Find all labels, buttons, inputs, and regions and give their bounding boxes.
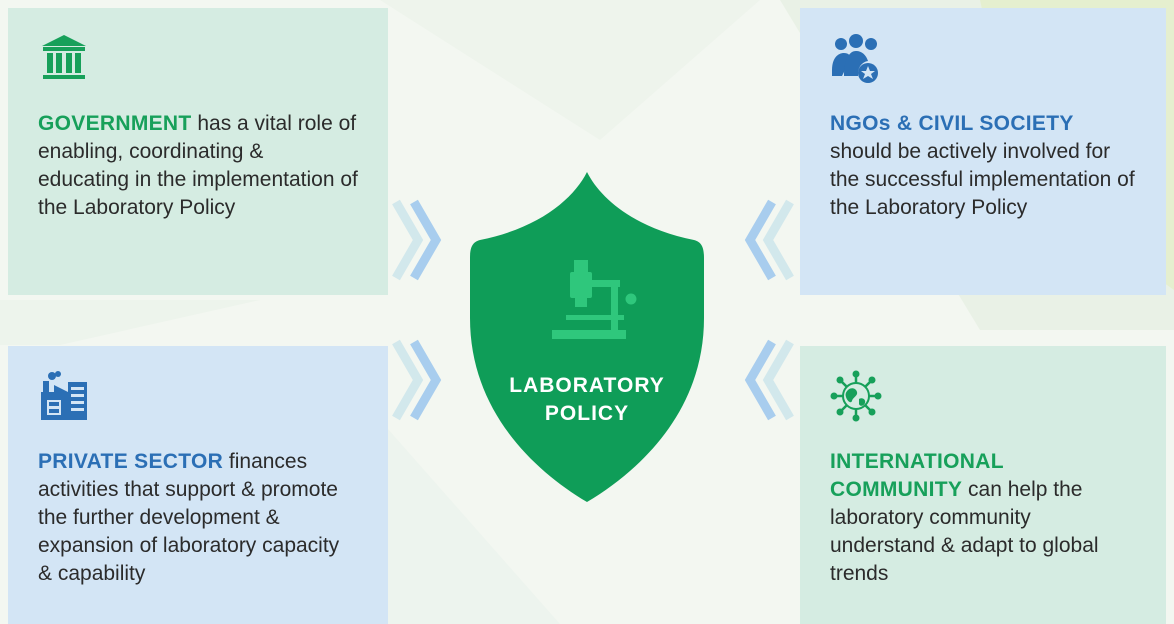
people-group-icon bbox=[832, 34, 878, 83]
shield-title-line1: LABORATORY bbox=[509, 374, 665, 397]
shield-title-line2: POLICY bbox=[544, 402, 630, 425]
chevron-right-icon bbox=[392, 339, 442, 421]
government-card: GOVERNMENT has a vital role of enabling,… bbox=[8, 8, 388, 295]
government-text: has a vital role of enabling, coordinati… bbox=[38, 112, 358, 219]
ngos-text: should be actively involved for the succ… bbox=[830, 140, 1135, 219]
globe-network-icon bbox=[830, 370, 882, 422]
shield-title: LABORATORY POLICY bbox=[470, 372, 704, 428]
private-sector-description: PRIVATE SECTOR finances activities that … bbox=[38, 448, 358, 588]
government-building-icon bbox=[42, 35, 86, 79]
chevron-right-icon bbox=[392, 199, 442, 281]
international-description: INTERNATIONAL COMMUNITY can help the lab… bbox=[830, 448, 1136, 588]
private-sector-card: PRIVATE SECTOR finances activities that … bbox=[8, 346, 388, 624]
chevron-left-icon bbox=[744, 339, 794, 421]
ngos-keyword: NGOs & CIVIL SOCIETY bbox=[830, 112, 1074, 135]
chevron-left-icon bbox=[744, 199, 794, 281]
government-description: GOVERNMENT has a vital role of enabling,… bbox=[38, 110, 358, 222]
shield-icon bbox=[470, 172, 704, 502]
international-card: INTERNATIONAL COMMUNITY can help the lab… bbox=[800, 346, 1166, 624]
government-keyword: GOVERNMENT bbox=[38, 112, 192, 135]
private-sector-text: finances activities that support & promo… bbox=[38, 450, 340, 585]
international-text: can help the laboratory community unders… bbox=[830, 478, 1099, 585]
private-sector-keyword: PRIVATE SECTOR bbox=[38, 450, 224, 473]
microscope-icon bbox=[552, 260, 637, 339]
factory-icon bbox=[41, 371, 87, 420]
ngos-card: NGOs & CIVIL SOCIETY should be actively i… bbox=[800, 8, 1166, 295]
international-keyword: INTERNATIONAL COMMUNITY bbox=[830, 450, 1004, 501]
laboratory-policy-shield: LABORATORY POLICY bbox=[470, 168, 704, 506]
ngos-description: NGOs & CIVIL SOCIETY should be actively i… bbox=[830, 110, 1136, 222]
